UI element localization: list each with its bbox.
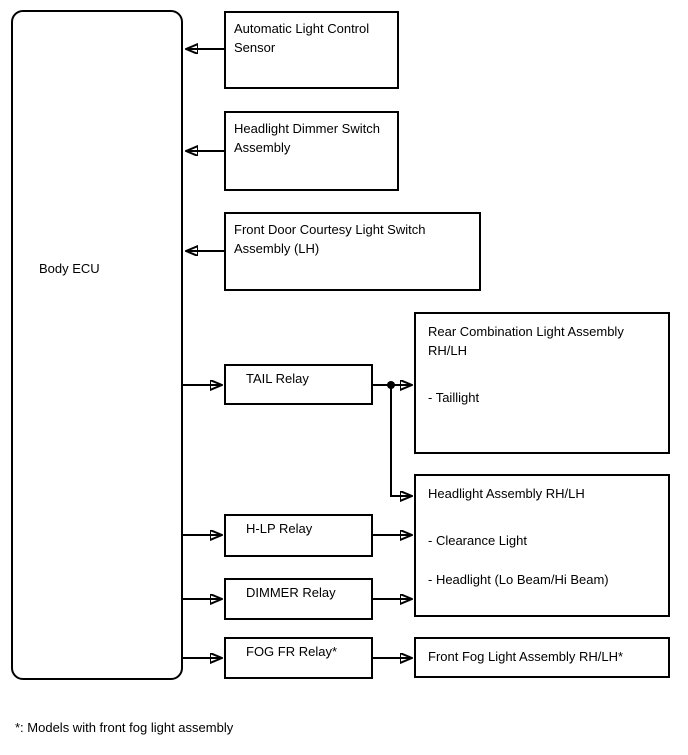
box-hlp-relay: H-LP Relay [224,514,373,557]
box-fog-fr-relay: FOG FR Relay* [224,637,373,679]
junction-dot [387,381,395,389]
box-tail-relay: TAIL Relay [224,364,373,405]
box-headlight-assembly: Headlight Assembly RH/LH - Clearance Lig… [414,474,670,617]
rear-combination-title: Rear Combination Light Assembly RH/LH [428,324,624,358]
headlight-assembly-item-clearance-light: - Clearance Light [428,533,527,548]
dimmer-relay-label: DIMMER Relay [246,585,336,600]
rear-combination-item-taillight: - Taillight [428,390,480,405]
box-front-fog-light-assembly: Front Fog Light Assembly RH/LH* [414,637,670,678]
fog-fr-relay-label: FOG FR Relay* [246,644,338,659]
box-rear-combination-light-assembly: Rear Combination Light Assembly RH/LH - … [414,312,670,454]
footnote: *: Models with front fog light assembly [15,720,234,735]
body-ecu-label: Body ECU [39,261,100,276]
headlight-dimmer-switch-assembly-label: Headlight Dimmer Switch Assembly [234,121,380,155]
front-door-courtesy-light-switch-label: Front Door Courtesy Light Switch Assembl… [234,222,426,256]
box-automatic-light-control-sensor: Automatic Light Control Sensor [224,11,399,89]
box-headlight-dimmer-switch-assembly: Headlight Dimmer Switch Assembly [224,111,399,191]
headlight-assembly-title: Headlight Assembly RH/LH [428,486,585,501]
headlight-assembly-item-headlight-beams: - Headlight (Lo Beam/Hi Beam) [428,572,609,587]
automatic-light-control-sensor-label: Automatic Light Control Sensor [234,21,370,55]
box-dimmer-relay: DIMMER Relay [224,578,373,620]
tail-relay-label: TAIL Relay [246,371,309,386]
body-ecu-box: Body ECU [11,10,183,680]
hlp-relay-label: H-LP Relay [246,521,313,536]
front-fog-light-assembly-title: Front Fog Light Assembly RH/LH* [428,649,624,664]
box-front-door-courtesy-light-switch: Front Door Courtesy Light Switch Assembl… [224,212,481,291]
arrow-junction-to-headlight-assembly [390,385,412,496]
